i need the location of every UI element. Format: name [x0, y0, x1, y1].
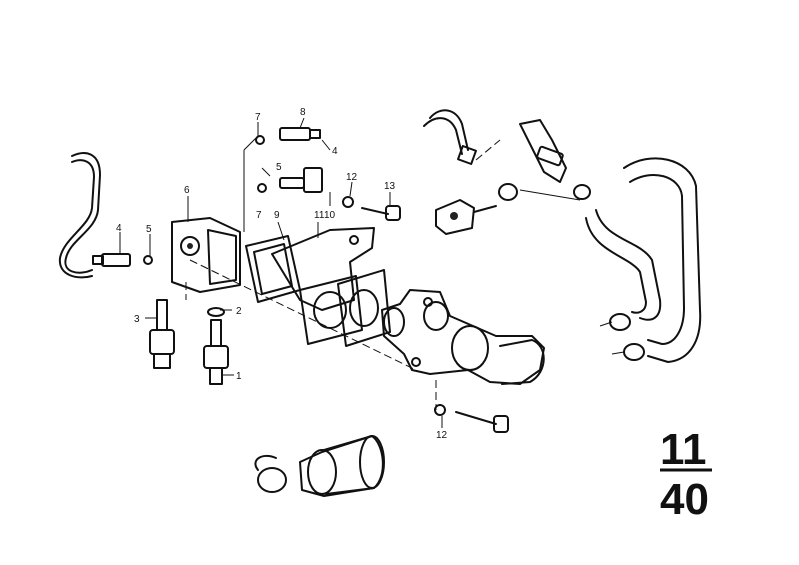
callout-4a: 4 [116, 223, 122, 234]
upper-fittings [243, 117, 331, 232]
callout-1: 1 [236, 371, 242, 382]
callout-5a: 5 [146, 224, 152, 235]
callout-7b: 7 [256, 210, 262, 221]
valve-housing [381, 289, 545, 410]
callout-12a: 12 [346, 172, 358, 183]
left-vacuum-hose [58, 152, 101, 279]
group-main: 11 [660, 425, 707, 474]
group-number: 11 40 [660, 425, 712, 524]
callout-5b: 5 [276, 162, 282, 173]
callout-12b: 12 [436, 430, 448, 441]
callout-13: 13 [384, 181, 396, 192]
callout-10: 10 [324, 210, 336, 221]
hose-clamps-right [498, 183, 645, 361]
callout-2: 2 [236, 306, 242, 317]
thermostat-housing [171, 196, 241, 293]
callout-3: 3 [134, 314, 140, 325]
screw-12-lower [434, 404, 509, 433]
gasket-9 [245, 221, 301, 303]
lower-cylinder [254, 435, 385, 497]
bracket-11 [271, 222, 375, 311]
screw-13 [342, 181, 401, 221]
callout-8: 8 [300, 107, 306, 118]
callout-7a: 7 [255, 112, 261, 123]
callout-6: 6 [184, 185, 190, 196]
fitting-left [92, 232, 153, 267]
group-sub: 40 [660, 475, 709, 524]
callout-11: 11 [314, 210, 325, 221]
callout-9: 9 [274, 210, 280, 221]
thermo-switch-right [435, 199, 497, 235]
radiator-hose [585, 157, 702, 363]
upper-right-hose [423, 109, 567, 183]
callout-4b: 4 [332, 146, 338, 157]
temperature-sensor-1 [203, 307, 234, 385]
temperature-sensor-3 [145, 282, 187, 369]
flange-gasket [299, 269, 391, 347]
